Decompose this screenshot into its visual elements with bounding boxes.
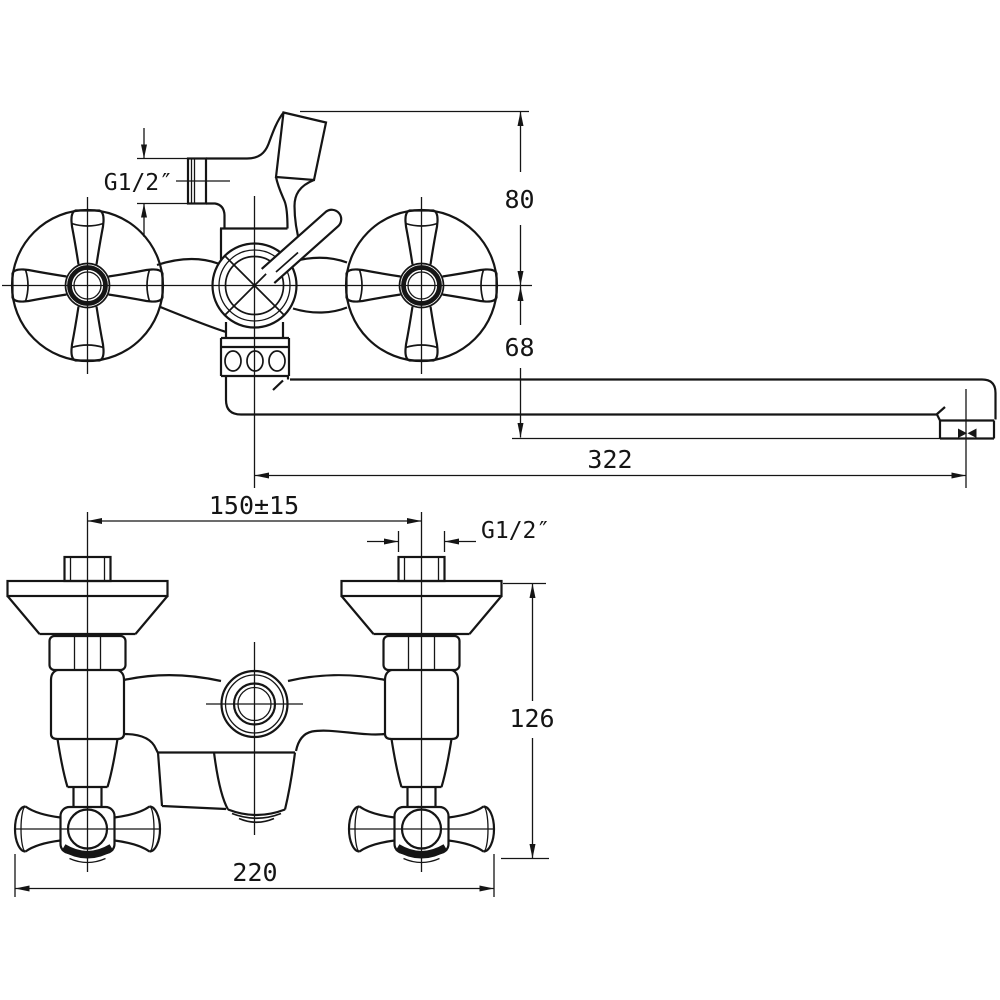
body-outline (156, 256, 348, 334)
diverter-knob (260, 208, 343, 284)
plan-view (8, 512, 502, 872)
dim-68: 68 (504, 333, 534, 362)
front-view-dimensions: G1/2″ 80 68 322 (104, 110, 994, 479)
dim-inlet-thread: G1/2″ (481, 518, 550, 544)
front-view (2, 111, 997, 488)
dim-126: 126 (509, 704, 554, 733)
dim-shower-thread: G1/2″ (104, 170, 173, 196)
dim-322: 322 (587, 445, 632, 474)
plan-spout-section (156, 751, 297, 817)
spout (224, 376, 997, 440)
dim-150: 150±15 (209, 491, 299, 520)
shower-riser (206, 111, 285, 228)
plan-body (123, 674, 386, 754)
right-inlet-connector (342, 512, 502, 872)
valve-boss (219, 227, 288, 260)
plan-view-dimensions: 150±15 G1/2″ 126 220 (14, 491, 555, 897)
left-inlet-connector (8, 512, 168, 872)
shower-connector (274, 111, 328, 182)
dim-80: 80 (504, 185, 534, 214)
dim-220: 220 (232, 858, 277, 887)
